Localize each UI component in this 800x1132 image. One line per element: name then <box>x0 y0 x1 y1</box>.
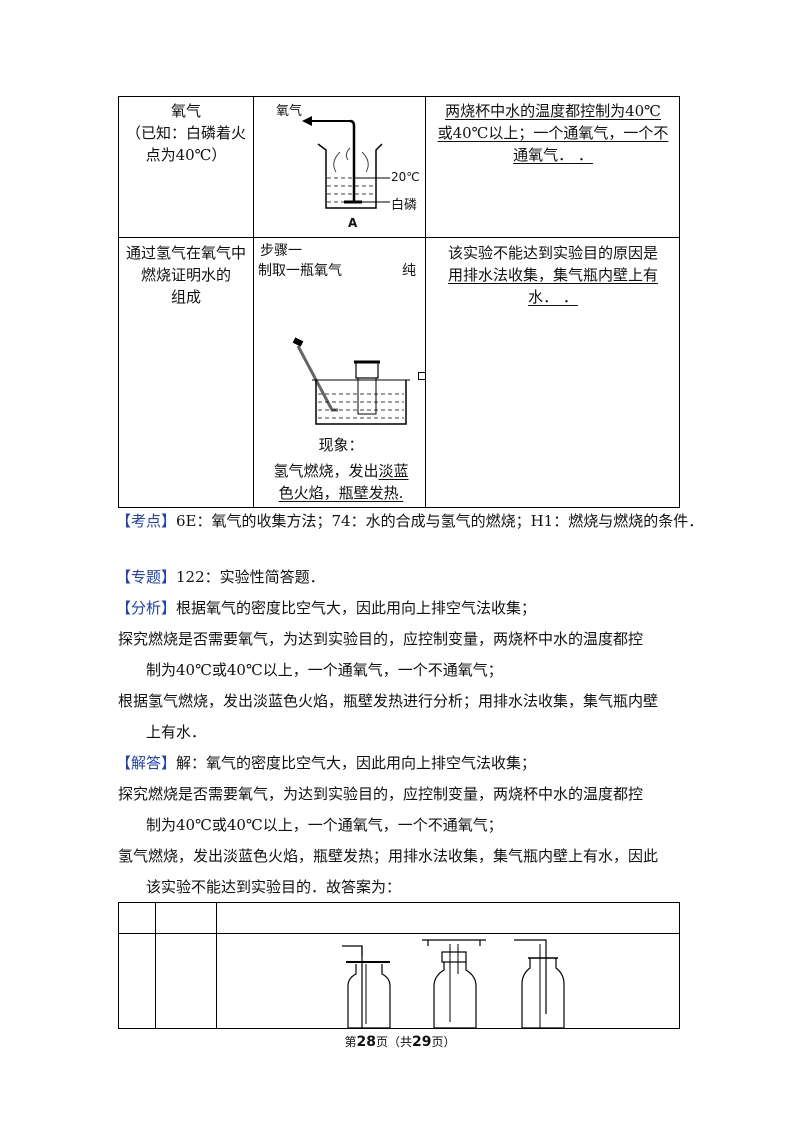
kaodian-tag: 【考点】 <box>116 512 177 530</box>
observation-text: 氢气燃烧，发出淡蓝 色火焰，瓶壁发热. <box>273 462 409 502</box>
fenxi-line-2: 探究燃烧是否需要氧气，为达到实验目的，应控制变量，两烧杯中水的温度都控 <box>118 630 644 648</box>
jieda-line-1: 【解答】解：氧气的密度比空气大，因此用向上排空气法收集； <box>116 754 537 772</box>
clipped-mark <box>418 372 426 380</box>
phenomenon-label: 现象： <box>318 436 364 454</box>
table2-border-bottom <box>118 1028 680 1029</box>
table2-border-left <box>118 902 119 1029</box>
table2-border-right <box>679 902 680 1029</box>
row1-answer: 两烧杯中水的温度都控制为40℃ 或40℃以上；一个通氧气，一个不 通氧气． ． <box>437 102 669 164</box>
answer-table <box>118 902 680 1029</box>
table2-border-top <box>118 902 680 903</box>
experiment-table: 氧气 （已知：白磷着火 点为40℃） 氧气 20℃ 白磷 A 两烧杯中水的温度都… <box>118 96 680 508</box>
fenxi-line-5: 上有水． <box>146 723 207 741</box>
step-description: 制取一瓶氧气 <box>258 263 342 279</box>
table2-col-divider <box>155 902 156 1029</box>
row2-experiment-name: 通过氢气在氧气中 燃烧证明水的 组成 <box>125 244 246 306</box>
jieda-line-4: 氢气燃烧，发出淡蓝色火焰，瓶壁发热；用排水法收集，集气瓶内壁上有水，因此 <box>118 847 659 865</box>
zhuanti-line: 【专题】122：实验性简答题． <box>116 568 325 586</box>
water-trough-diagram <box>292 337 410 425</box>
jieda-line-5: 该实验不能达到实验目的．故答案为： <box>146 878 402 896</box>
table2-row-divider <box>118 933 680 934</box>
fenxi-line-4: 根据氢气燃烧，发出淡蓝色火焰，瓶壁发热进行分析；用排水法收集，集气瓶内壁 <box>118 692 659 710</box>
fig-label-white-phosphorus: 白磷 <box>391 198 418 213</box>
table-border-bottom <box>118 507 680 508</box>
table-col-divider <box>425 96 426 508</box>
fenxi-tag: 【分析】 <box>116 599 177 617</box>
table-row-divider <box>118 237 680 238</box>
step-label: 步骤一 <box>260 243 302 259</box>
fig-label-A: A <box>348 216 358 230</box>
jieda-line-3: 制为40℃或40℃以上，一个通氧气，一个不通氧气； <box>146 816 503 834</box>
page-total: 29 <box>412 1034 432 1050</box>
fenxi-line-3: 制为40℃或40℃以上，一个通氧气，一个不通氧气； <box>146 661 503 679</box>
row1-experiment-name: 氧气 （已知：白磷着火 点为40℃） <box>125 102 246 164</box>
table2-col-divider <box>216 902 217 1029</box>
table-border-right <box>679 96 680 508</box>
table-col-divider <box>253 96 254 508</box>
table-border-top <box>118 96 680 97</box>
zhuanti-tag: 【专题】 <box>116 568 177 586</box>
row2-answer: 该实验不能达到实验目的原因是 用排水法收集，集气瓶内壁上有 水． ． <box>447 244 658 306</box>
fenxi-line-1: 【分析】根据氧气的密度比空气大，因此用向上排空气法收集； <box>116 599 537 617</box>
fig-label-temperature: 20℃ <box>391 170 420 184</box>
jieda-tag: 【解答】 <box>116 754 177 772</box>
page-number: 28 <box>356 1034 376 1050</box>
step-cut-text: 纯 <box>402 263 416 279</box>
beaker-diagram <box>302 116 390 209</box>
table-border-left <box>118 96 119 508</box>
kaodian-line: 【考点】6E：氧气的收集方法；74：水的合成与氢气的燃烧；H1：燃烧与燃烧的条件… <box>116 512 704 530</box>
jieda-line-2: 探究燃烧是否需要氧气，为达到实验目的，应控制变量，两烧杯中水的温度都控 <box>118 785 644 803</box>
gas-bottles-diagram <box>342 939 565 1028</box>
page-footer: 第28页（共29页） <box>344 1034 456 1050</box>
fig-label-oxygen: 氧气 <box>276 104 303 119</box>
